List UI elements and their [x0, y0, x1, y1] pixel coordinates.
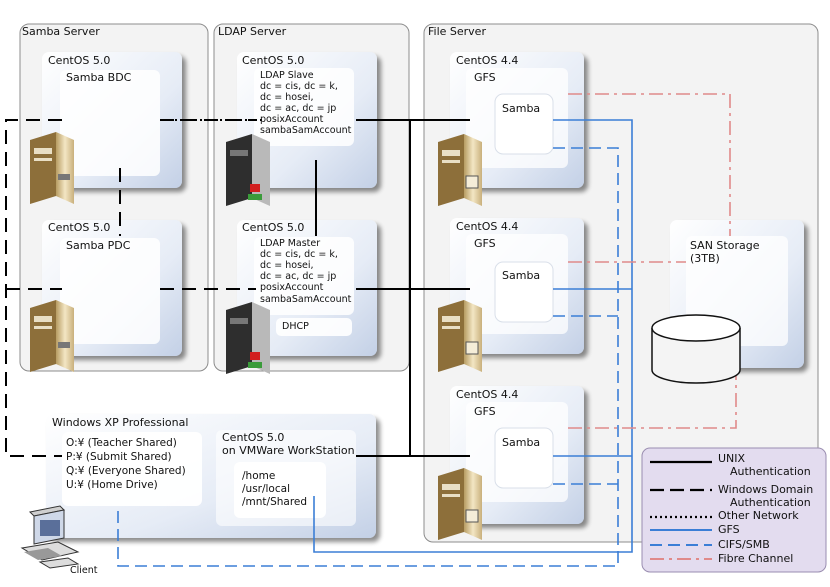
dhcp-box	[276, 318, 352, 336]
ldap-master-line: sambaSamAccount	[260, 294, 352, 305]
ldap-master-line: dc = ac, dc = jp	[260, 271, 337, 282]
file-node-1-samba-label: Samba	[502, 102, 541, 115]
client-computer-icon	[20, 505, 80, 569]
disk-storage-icon	[651, 314, 741, 384]
samba-bdc-inner	[60, 70, 160, 176]
ldap-slave-line: sambaSamAccount	[260, 125, 352, 136]
client-label: Client	[70, 565, 98, 576]
samba-server-title: Samba Server	[22, 25, 100, 38]
file-node-1-os: CentOS 4.4	[456, 54, 519, 67]
samba-bdc-name: Samba BDC	[66, 71, 132, 84]
file-node-2-gfs-label: GFS	[474, 237, 496, 250]
samba-pdc-os: CentOS 5.0	[48, 221, 111, 234]
legend-label-other: Other Network	[718, 509, 799, 522]
winxp-drive-panel	[62, 432, 202, 506]
ldap-master-line: LDAP Master	[260, 238, 321, 249]
server-icon	[438, 134, 482, 206]
server-icon	[30, 132, 74, 204]
legend-label-fibre: Fibre Channel	[718, 552, 794, 565]
legend-label-windows: Windows Domain	[718, 483, 814, 496]
legend-label-cifs: CIFS/SMB	[718, 538, 770, 551]
unix-links	[315, 119, 470, 457]
mount-path: /usr/local	[242, 483, 290, 495]
server-icon	[438, 468, 482, 540]
ldap-slave-inner	[254, 68, 354, 146]
drive-mapping: O:¥ (Teacher Shared)	[66, 437, 177, 449]
samba-pdc-inner	[60, 238, 160, 344]
ldap-master-line: posixAccount	[260, 282, 324, 293]
winxp-title: Windows XP Professional	[52, 416, 189, 429]
legend-label-windows-2: Authentication	[730, 496, 811, 509]
file-server-title: File Server	[428, 25, 486, 38]
drive-mapping: Q:¥ (Everyone Shared)	[66, 465, 186, 477]
mount-path: /mnt/Shared	[242, 496, 308, 508]
ldap-slave-os: CentOS 5.0	[242, 54, 305, 67]
file-node-1-gfs-label: GFS	[474, 71, 496, 84]
file-node-3-os: CentOS 4.4	[456, 388, 519, 401]
legend-label-unix-2: Authentication	[730, 465, 811, 478]
ldap-slave-line: dc = ac, dc = jp	[260, 103, 337, 114]
legend-label-gfs: GFS	[718, 523, 740, 536]
file-node-1-samba	[494, 93, 554, 155]
server-icon	[30, 300, 74, 372]
file-node-3-gfs-label: GFS	[474, 405, 496, 418]
mount-path: /home	[242, 470, 276, 482]
ldap-slave-line: LDAP Slave	[260, 70, 314, 81]
san-storage-size: (3TB)	[690, 252, 720, 265]
drive-mapping: P:¥ (Submit Shared)	[66, 451, 172, 463]
vmware-os: CentOS 5.0	[222, 431, 285, 444]
samba-bdc-os: CentOS 5.0	[48, 54, 111, 67]
vmware-paths-panel	[234, 462, 326, 518]
file-node-2-samba-label: Samba	[502, 269, 541, 282]
file-node-3-samba	[494, 427, 554, 489]
san-storage-name: SAN Storage	[690, 239, 760, 252]
file-node-2-samba	[494, 261, 554, 323]
ldap-master-os: CentOS 5.0	[242, 221, 305, 234]
ldap-server-title: LDAP Server	[218, 25, 287, 38]
legend-label-unix: UNIX	[718, 452, 746, 465]
cifs-links	[117, 147, 619, 567]
gfs-links	[313, 119, 633, 553]
legend-swatches	[650, 460, 712, 560]
server-icon	[226, 302, 270, 374]
ldap-master-line: dc = hosei,	[260, 260, 314, 271]
ldap-slave-line: dc = hosei,	[260, 92, 314, 103]
server-icon	[226, 134, 270, 206]
ldap-master-line: dc = cis, dc = k,	[260, 249, 338, 260]
samba-pdc-name: Samba PDC	[66, 239, 131, 252]
file-node-2-os: CentOS 4.4	[456, 220, 519, 233]
legend-box	[641, 447, 827, 573]
vmware-name: on VMWare WorkStation	[222, 444, 355, 457]
server-icon	[438, 300, 482, 372]
ldap-master-inner	[254, 237, 354, 315]
ldap-slave-line: posixAccount	[260, 114, 324, 125]
ldap-slave-line: dc = cis, dc = k,	[260, 81, 338, 92]
drive-mapping: U:¥ (Home Drive)	[66, 479, 158, 491]
file-node-3-samba-label: Samba	[502, 436, 541, 449]
dhcp-label: DHCP	[282, 321, 309, 332]
